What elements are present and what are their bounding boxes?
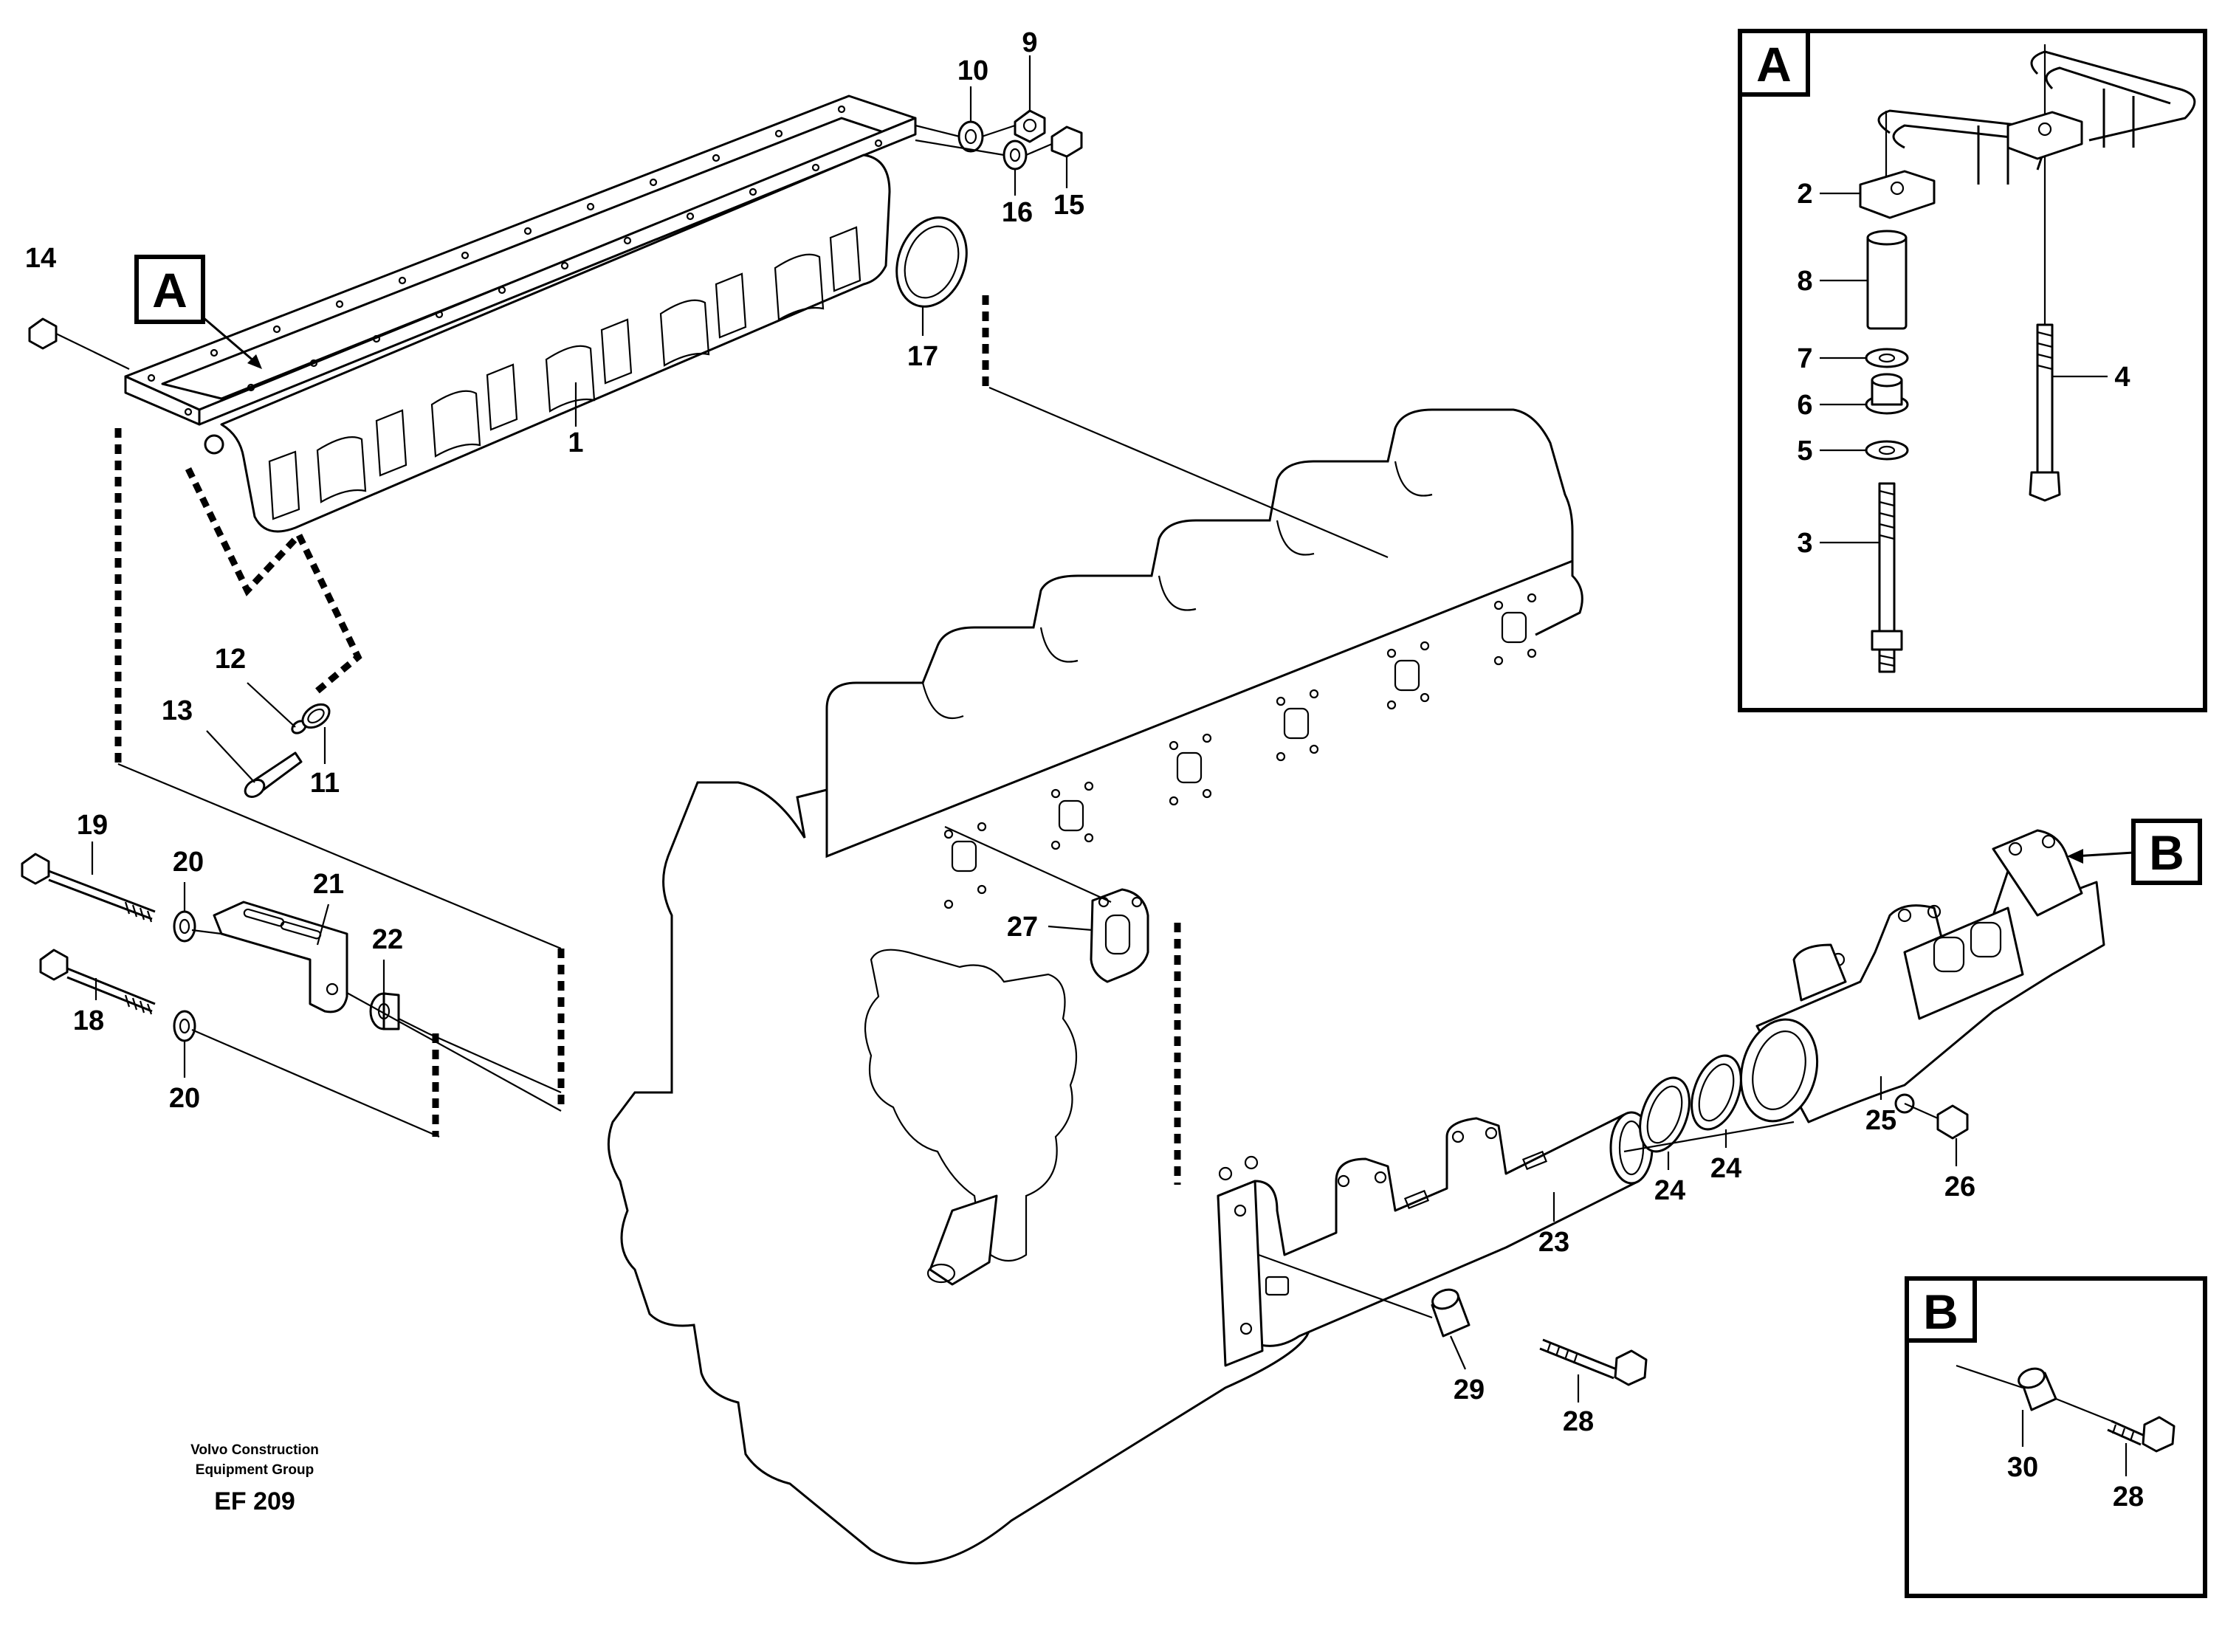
label-2: 2 — [1797, 179, 1812, 210]
label-11: 11 — [310, 768, 340, 799]
detail-b-panel: B — [1905, 1276, 2207, 1598]
leader-lines — [55, 55, 1958, 1403]
label-20-lower: 20 — [169, 1083, 200, 1114]
flange-holes — [147, 105, 883, 416]
part-labels: 1 2 3 4 5 6 7 8 9 10 11 12 13 14 15 16 1… — [25, 27, 2144, 1512]
bracket-part-21[interactable] — [213, 901, 348, 1013]
seal-rings-part-24[interactable] — [1631, 1049, 1750, 1158]
screw-part-13[interactable] — [242, 751, 303, 800]
nut-part-9[interactable] — [1014, 109, 1046, 143]
block-upper — [2006, 111, 2083, 160]
label-1: 1 — [568, 427, 583, 458]
label-18: 18 — [73, 1005, 104, 1036]
gasket-part-27[interactable] — [1090, 888, 1149, 983]
label-14: 14 — [25, 243, 56, 274]
heat-shield-part-1[interactable] — [124, 94, 917, 533]
svg-text:B: B — [2149, 825, 2184, 880]
label-28-detail: 28 — [2113, 1481, 2144, 1512]
label-20-upper: 20 — [173, 847, 204, 878]
label-22: 22 — [372, 924, 403, 955]
label-4: 4 — [2114, 362, 2130, 393]
figure-code: EF 209 — [214, 1487, 295, 1515]
head-port-patterns — [943, 593, 1537, 909]
washer-part-7[interactable] — [1865, 348, 1909, 368]
label-3: 3 — [1797, 528, 1812, 559]
label-7: 7 — [1797, 343, 1812, 374]
label-19: 19 — [77, 810, 108, 841]
shield-windows — [268, 226, 861, 520]
label-12: 12 — [215, 644, 246, 675]
label-8: 8 — [1797, 266, 1812, 297]
bolt-part-19[interactable] — [21, 853, 156, 923]
washer-part-5[interactable] — [1865, 440, 1909, 461]
stud-part-3[interactable] — [1871, 482, 1903, 673]
ring-part-11[interactable] — [298, 700, 334, 732]
bolt-part-4[interactable] — [2029, 323, 2061, 502]
bolt-part-15[interactable] — [1050, 125, 1083, 158]
washer-part-20-upper[interactable] — [173, 910, 196, 943]
label-6: 6 — [1797, 390, 1812, 421]
block-part-2[interactable] — [1859, 170, 1936, 219]
spacer-part-8[interactable] — [1866, 230, 1908, 330]
bushing-part-6[interactable] — [1865, 373, 1909, 415]
bolt-part-26[interactable] — [1936, 1104, 1969, 1140]
bolt-part-28-main[interactable] — [1539, 1338, 1648, 1386]
bolt-part-28-detail[interactable] — [2107, 1416, 2176, 1453]
washer-part-16[interactable] — [1002, 140, 1028, 171]
label-27: 27 — [1007, 912, 1038, 943]
dashed-connectors — [114, 295, 1181, 1185]
label-24-right: 24 — [1710, 1153, 1741, 1184]
label-17: 17 — [907, 341, 938, 372]
label-28-main: 28 — [1563, 1406, 1594, 1437]
washer-part-10[interactable] — [957, 120, 984, 153]
callout-b[interactable]: B — [2067, 819, 2202, 885]
label-25: 25 — [1865, 1105, 1896, 1136]
spacer-part-22[interactable] — [369, 992, 400, 1030]
label-10: 10 — [957, 55, 988, 86]
engine-block-outline — [607, 408, 1583, 1565]
label-13: 13 — [162, 695, 193, 726]
credit-line-2: Equipment Group — [196, 1462, 314, 1478]
label-29: 29 — [1454, 1374, 1485, 1405]
label-24-left: 24 — [1654, 1175, 1685, 1206]
exhaust-manifold-front-part-23[interactable] — [1217, 1111, 1654, 1367]
label-30: 30 — [2007, 1452, 2038, 1483]
label-16: 16 — [1002, 197, 1033, 228]
label-15: 15 — [1053, 190, 1084, 221]
bolt-part-18[interactable] — [39, 949, 156, 1015]
spacer-part-29[interactable] — [1430, 1287, 1471, 1338]
svg-text:B: B — [1923, 1284, 1958, 1339]
washer-part-20-lower[interactable] — [173, 1010, 196, 1042]
callout-a[interactable]: A — [134, 255, 262, 369]
svg-text:A: A — [152, 263, 188, 317]
label-21: 21 — [313, 869, 344, 900]
seal-ring-part-17[interactable] — [885, 207, 979, 316]
label-26: 26 — [1944, 1171, 1975, 1202]
detail-a-panel: A — [1738, 29, 2207, 712]
svg-text:A: A — [1756, 37, 1792, 92]
label-9: 9 — [1022, 27, 1037, 58]
figure-credit: Volvo Construction Equipment Group EF 20… — [190, 1442, 319, 1515]
label-23: 23 — [1538, 1227, 1569, 1258]
credit-line-1: Volvo Construction — [190, 1442, 319, 1458]
exhaust-manifold-rear-part-25[interactable] — [1730, 829, 2105, 1130]
bolt-part-14[interactable] — [28, 317, 58, 350]
label-5: 5 — [1797, 436, 1812, 467]
